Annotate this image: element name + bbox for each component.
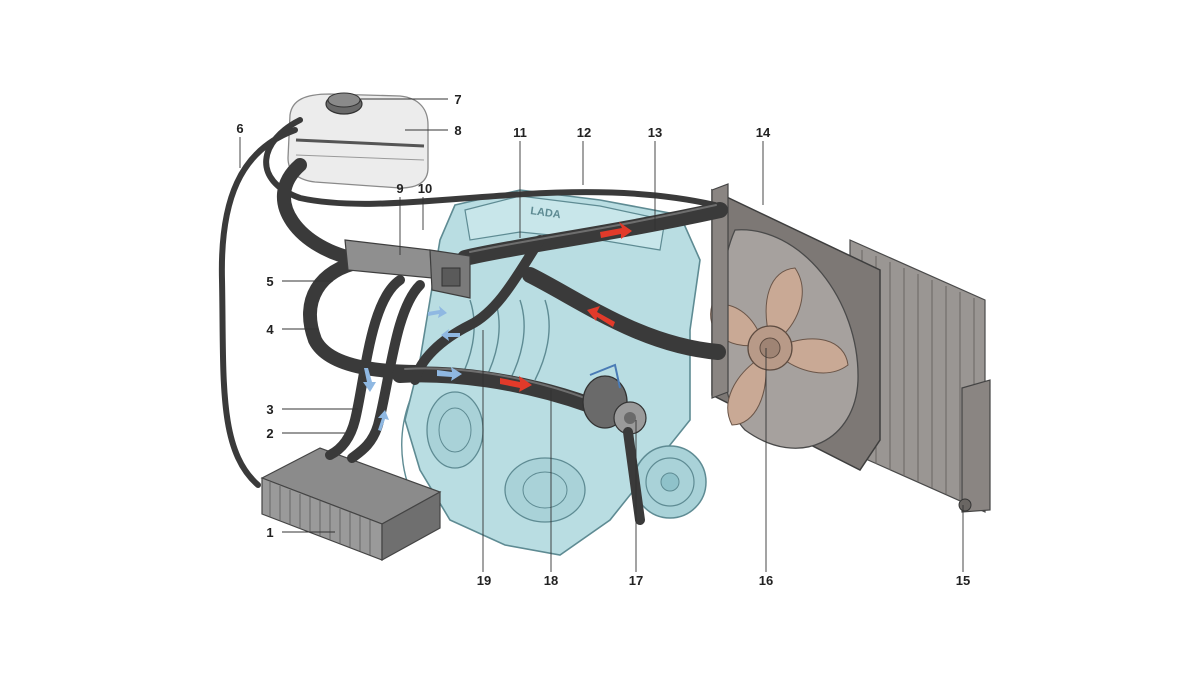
callout-10: 10: [418, 181, 432, 196]
thermostat-housing: [344, 239, 471, 299]
callout-17: 17: [629, 573, 643, 588]
callout-7: 7: [454, 92, 461, 107]
callout-18: 18: [544, 573, 558, 588]
callout-6: 6: [236, 121, 243, 136]
callout-5: 5: [266, 274, 273, 289]
callout-19: 19: [477, 573, 491, 588]
callout-2: 2: [266, 426, 273, 441]
callout-4: 4: [266, 322, 274, 337]
callout-12: 12: [577, 125, 591, 140]
hoses: [218, 117, 728, 488]
callout-1: 1: [266, 525, 273, 540]
water-pump: [582, 363, 647, 525]
callout-11: 11: [513, 125, 527, 140]
callout-9: 9: [396, 181, 403, 196]
engine-badge: LADA: [530, 205, 562, 221]
callout-16: 16: [759, 573, 773, 588]
hot-flow-arrow: [500, 376, 532, 392]
cold-flow-arrow: [428, 306, 447, 318]
flow-arrows: [363, 222, 632, 431]
hot-flow-arrow: [600, 222, 632, 239]
heater-core: [260, 447, 442, 562]
callout-13: 13: [648, 125, 662, 140]
callout-14: 14: [756, 125, 771, 140]
engine-block: LADA: [401, 189, 707, 556]
callout-labels: 1 2 3 4 5 6 7 8 9 10 11 12 13 14 15 16 1…: [236, 92, 970, 588]
leader-lines: [239, 98, 964, 572]
expansion-tank: [287, 92, 429, 189]
radiator: [710, 183, 991, 513]
callout-3: 3: [266, 402, 273, 417]
cold-flow-arrow: [378, 410, 389, 431]
callout-8: 8: [454, 123, 461, 138]
cold-flow-arrow: [363, 368, 376, 392]
cold-flow-arrow: [437, 367, 462, 381]
cold-flow-arrow: [441, 329, 460, 341]
hot-flow-arrow: [587, 306, 615, 327]
callout-15: 15: [956, 573, 970, 588]
